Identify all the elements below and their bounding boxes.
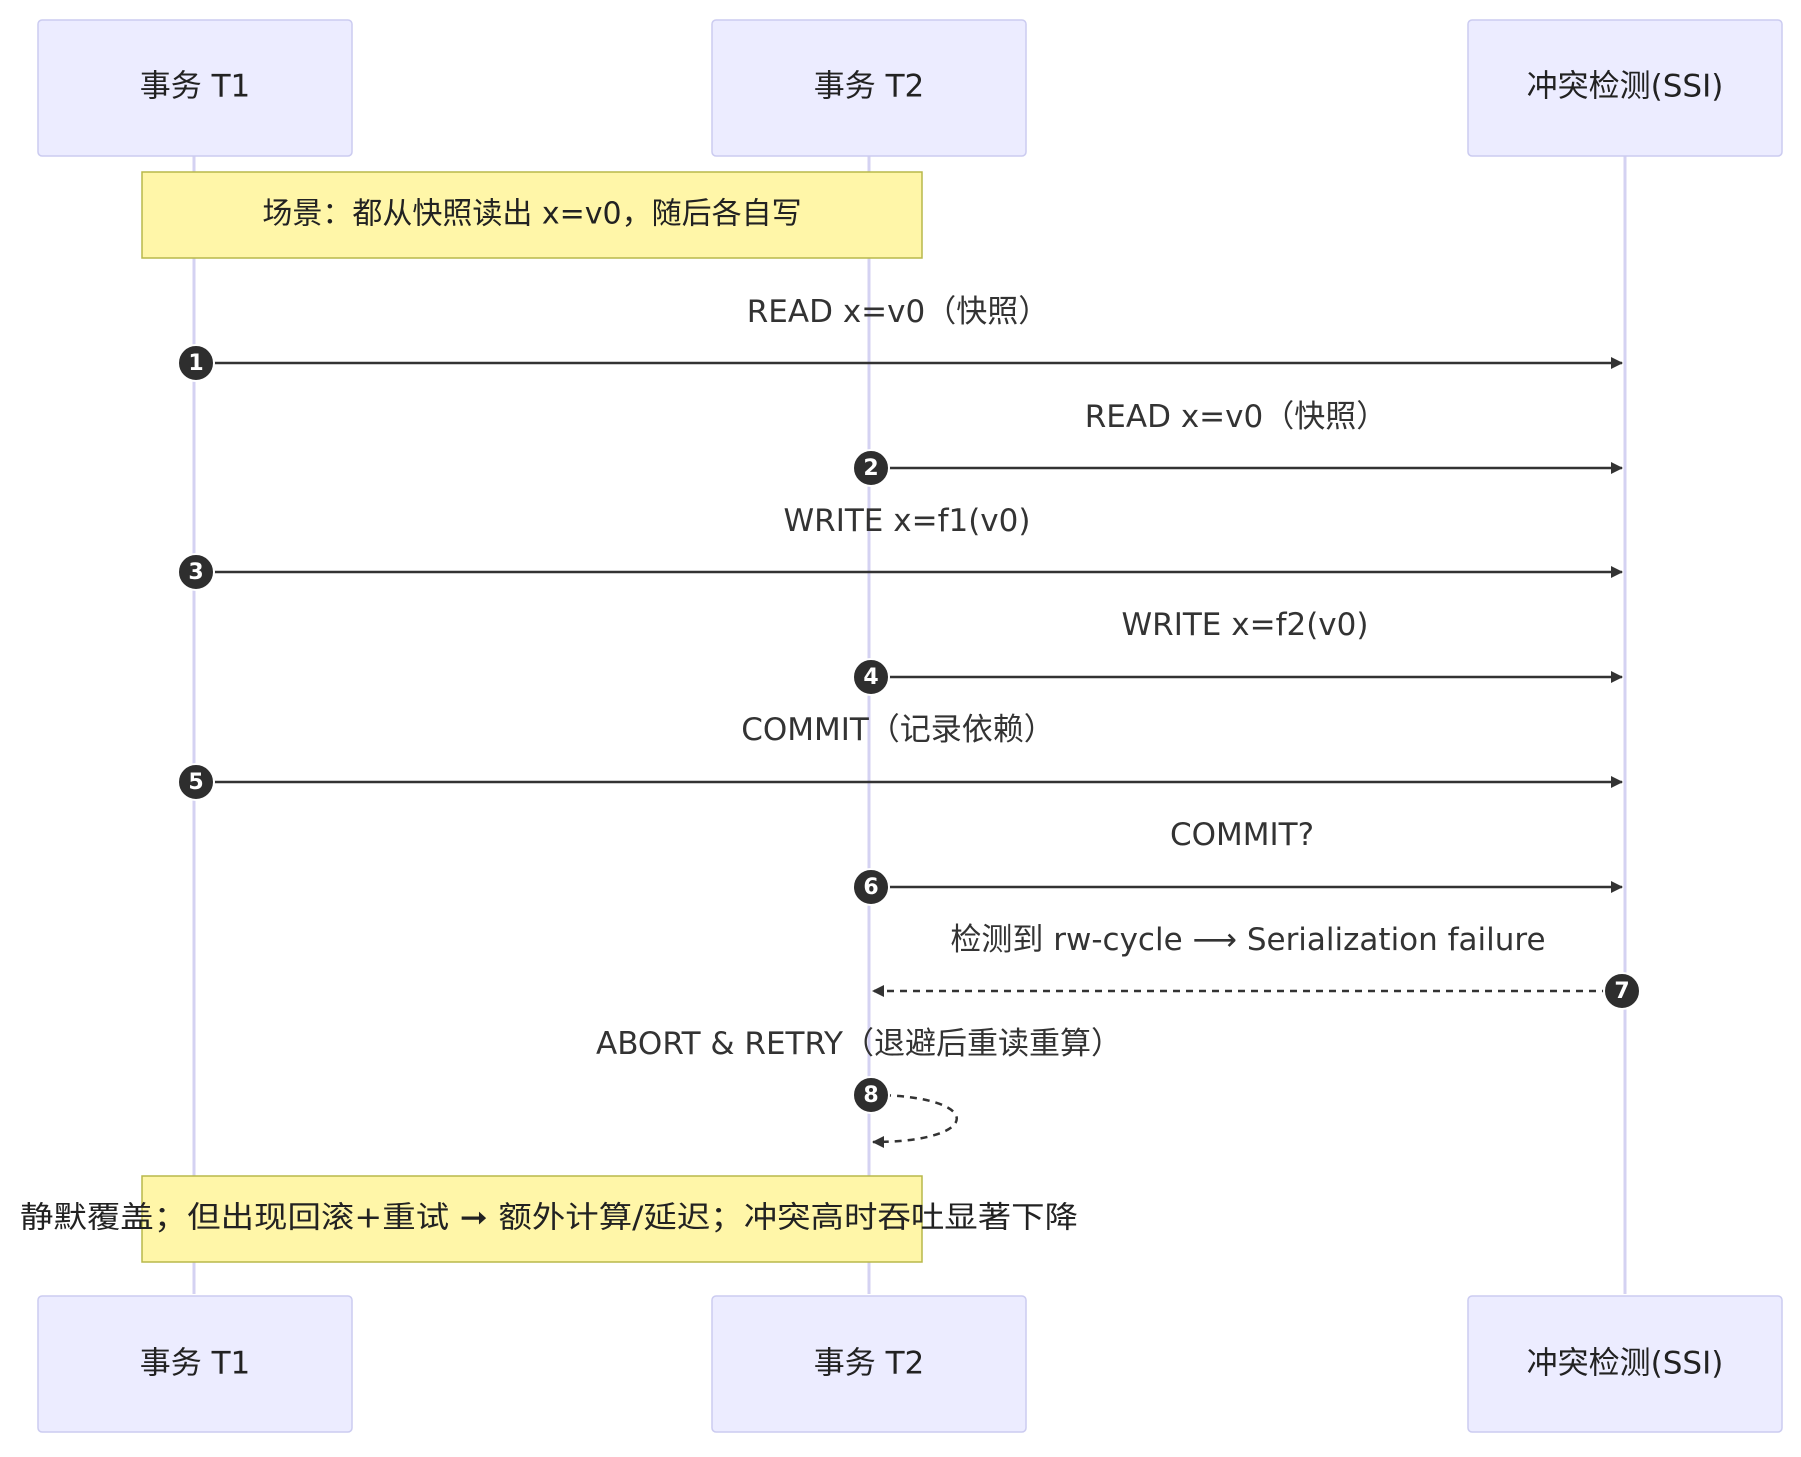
actor-t2-bottom: 事务 T2 xyxy=(711,1295,1027,1433)
message-2-badge xyxy=(852,449,890,487)
message-8-label: ABORT & RETRY（退避后重读重算） xyxy=(596,1026,1122,1062)
actor-t2-top: 事务 T2 xyxy=(711,19,1027,157)
message-5-label: COMMIT（记录依赖） xyxy=(741,712,1055,748)
message-5-number: 5 xyxy=(188,770,203,795)
actor-t1-bottom: 事务 T1 xyxy=(37,1295,353,1433)
message-4-badge xyxy=(852,658,890,696)
message-7: 检测到 rw-cycle ⟶ Serialization failure 7 xyxy=(872,922,1641,1010)
actor-ssi-label: 冲突检测(SSI) xyxy=(1527,69,1724,105)
message-1-badge xyxy=(177,344,215,382)
actor-t2-label: 事务 T2 xyxy=(814,69,925,105)
note-summary-text: 静默覆盖；但出现回滚+重试 ➞ 额外计算/延迟；冲突高时吞吐显著下降 xyxy=(20,1201,1078,1236)
actor-ssi-bottom: 冲突检测(SSI) xyxy=(1467,1295,1783,1433)
message-6-number: 6 xyxy=(863,875,878,900)
message-4-number: 4 xyxy=(863,665,878,690)
actor-ssi-top: 冲突检测(SSI) xyxy=(1467,19,1783,157)
message-7-number: 7 xyxy=(1614,979,1629,1004)
message-8-badge xyxy=(852,1076,890,1114)
note-summary: 静默覆盖；但出现回滚+重试 ➞ 额外计算/延迟；冲突高时吞吐显著下降 xyxy=(20,1175,1078,1263)
message-6: COMMIT? 6 xyxy=(852,817,1623,906)
note-scenario-text: 场景：都从快照读出 x=v0，随后各自写 xyxy=(262,197,801,232)
message-5-badge xyxy=(177,763,215,801)
message-4: WRITE x=f2(v0) 4 xyxy=(852,607,1623,696)
message-1-label: READ x=v0（快照） xyxy=(747,294,1049,330)
message-7-label: 检测到 rw-cycle ⟶ Serialization failure xyxy=(950,922,1545,958)
actor-t1-bottom-label: 事务 T1 xyxy=(140,1346,251,1382)
note-scenario: 场景：都从快照读出 x=v0，随后各自写 xyxy=(141,171,923,259)
message-8-number: 8 xyxy=(863,1083,878,1108)
message-6-label: COMMIT? xyxy=(1170,817,1314,853)
message-1-number: 1 xyxy=(188,351,203,376)
actor-ssi-bottom-label: 冲突检测(SSI) xyxy=(1527,1346,1724,1382)
message-2-label: READ x=v0（快照） xyxy=(1085,399,1387,435)
message-2: READ x=v0（快照） 2 xyxy=(852,399,1623,487)
message-1: READ x=v0（快照） 1 xyxy=(177,294,1623,382)
actor-t1-top: 事务 T1 xyxy=(37,19,353,157)
actor-t1-label: 事务 T1 xyxy=(140,69,251,105)
message-4-label: WRITE x=f2(v0) xyxy=(1122,607,1369,643)
message-3-label: WRITE x=f1(v0) xyxy=(784,503,1031,539)
message-3: WRITE x=f1(v0) 3 xyxy=(177,503,1623,591)
message-5: COMMIT（记录依赖） 5 xyxy=(177,712,1623,801)
message-7-badge xyxy=(1603,972,1641,1010)
message-3-number: 3 xyxy=(188,560,203,585)
message-8: ABORT & RETRY（退避后重读重算） 8 xyxy=(596,1026,1122,1148)
message-3-badge xyxy=(177,553,215,591)
actor-t2-bottom-label: 事务 T2 xyxy=(814,1346,925,1382)
message-6-badge xyxy=(852,868,890,906)
message-2-number: 2 xyxy=(863,456,878,481)
